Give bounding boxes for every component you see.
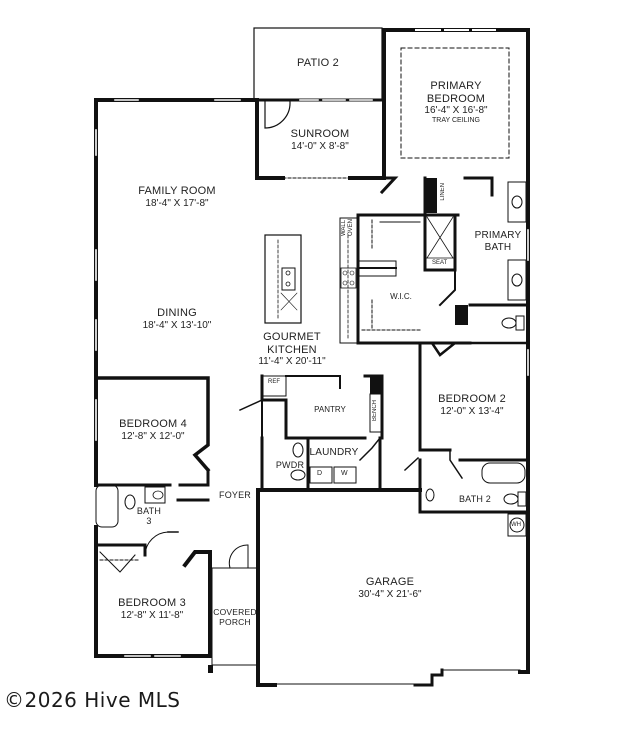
- washer-label: W: [341, 470, 348, 477]
- bedroom3-walls: [94, 543, 212, 658]
- room-label-gourmet-kitchen: GOURMET KITCHEN 11'-4" X 20'-11": [258, 331, 326, 368]
- room-label-bedroom4: BEDROOM 4 12'-8" X 12'-0": [119, 418, 187, 442]
- room-label-bath2: BATH 2: [458, 494, 492, 504]
- room-label-primary-bedroom: PRIMARY BEDROOM 16'-4" X 16'-8" TRAY CEI…: [424, 80, 488, 124]
- wic-walls: [356, 213, 472, 345]
- room-label-bedroom3: BEDROOM 3 12'-8" X 11'-8": [118, 597, 186, 621]
- room-label-covered-porch: COVERED PORCH: [213, 607, 257, 627]
- room-label-wic: W.I.C.: [390, 292, 412, 301]
- seat-label: SEAT: [432, 260, 448, 266]
- bath2-walls: [418, 458, 530, 514]
- ref-label: REF: [268, 379, 280, 385]
- sunroom-walls: [255, 98, 285, 180]
- shower: [423, 213, 457, 272]
- tray-ceiling-outline: [400, 47, 510, 159]
- room-label-pwdr: PWDR: [275, 460, 305, 470]
- room-label-bedroom2: BEDROOM 2 12'-0" X 13'-4": [438, 393, 506, 417]
- watermark: ©2026 Hive MLS: [4, 688, 181, 712]
- room-label-dining: DINING 18'-4" X 13'-10": [142, 307, 212, 331]
- room-label-foyer: FOYER: [218, 490, 252, 500]
- bench-label: BENCH: [372, 400, 378, 422]
- linen-label: LINEN: [440, 183, 446, 201]
- room-label-primary-bath: PRIMARY BATH: [474, 230, 522, 253]
- room-label-laundry: LAUNDRY: [309, 447, 359, 458]
- dryer-label: D: [317, 470, 323, 477]
- room-label-bath3: BATH 3: [136, 506, 162, 527]
- water-heater-label: WH: [511, 522, 521, 528]
- room-label-family-room: FAMILY ROOM 18'-4" X 17'-8": [138, 185, 216, 209]
- bedroom2-walls: [418, 341, 452, 452]
- bedroom4-walls: [94, 376, 211, 473]
- room-label-sunroom: SUNROOM 14'-0" X 8'-8": [290, 128, 350, 152]
- room-label-patio2: PATIO 2: [297, 57, 339, 69]
- room-label-pantry: PANTRY: [314, 405, 346, 414]
- kitchen-island: [264, 234, 302, 324]
- room-label-garage: GARAGE 30'-4" X 21'-6": [358, 576, 422, 600]
